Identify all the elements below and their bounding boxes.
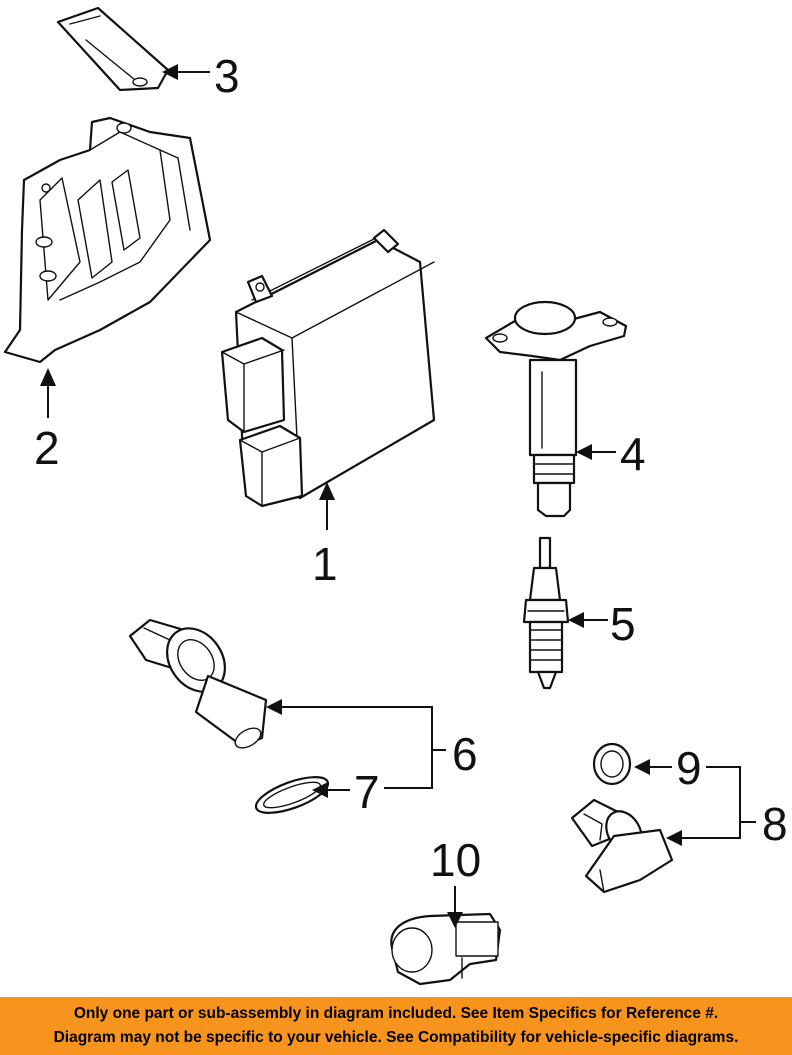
disclaimer-line-1: Only one part or sub-assembly in diagram… <box>73 1005 719 1022</box>
callout-3: 3 <box>214 50 240 102</box>
disclaimer-line-2: Diagram may not be specific to your vehi… <box>53 1029 739 1046</box>
callout-7: 7 <box>354 766 380 818</box>
arrowhead-4 <box>576 444 592 460</box>
part-8-sensor <box>570 798 674 894</box>
callout-5: 5 <box>610 598 636 650</box>
part-7-o-ring <box>254 776 330 814</box>
part-6-sensor <box>128 618 268 749</box>
arrowhead-10 <box>447 912 463 928</box>
callout-8: 8 <box>762 798 788 850</box>
arrowhead-7 <box>312 782 328 798</box>
leader-lines <box>40 64 756 928</box>
part-9-o-ring <box>592 742 632 786</box>
callout-2: 2 <box>34 422 60 474</box>
part-4-ignition-coil <box>484 300 628 518</box>
callout-1: 1 <box>312 538 338 590</box>
arrowhead-6 <box>266 699 282 715</box>
callout-numbers: 3 2 1 4 5 6 7 9 8 10 <box>34 50 788 886</box>
arrowhead-1 <box>319 482 335 500</box>
part-5-spark-plug <box>522 536 570 690</box>
arrowhead-2 <box>40 368 56 386</box>
arrowhead-5 <box>568 612 584 628</box>
callout-6: 6 <box>452 728 478 780</box>
part-3-bracket <box>56 6 170 92</box>
arrowhead-8 <box>666 830 682 846</box>
callout-4: 4 <box>620 428 646 480</box>
callout-10: 10 <box>430 834 481 886</box>
callout-9: 9 <box>676 742 702 794</box>
part-2-shield <box>3 116 212 364</box>
arrowhead-3 <box>162 64 178 80</box>
part-1-module <box>220 228 436 508</box>
parts-diagram: 3 2 1 4 5 6 7 9 8 10 <box>3 6 788 986</box>
arrowhead-9 <box>634 759 650 775</box>
part-10-knock-sensor <box>390 912 502 986</box>
disclaimer-banner: Only one part or sub-assembly in diagram… <box>0 997 792 1055</box>
